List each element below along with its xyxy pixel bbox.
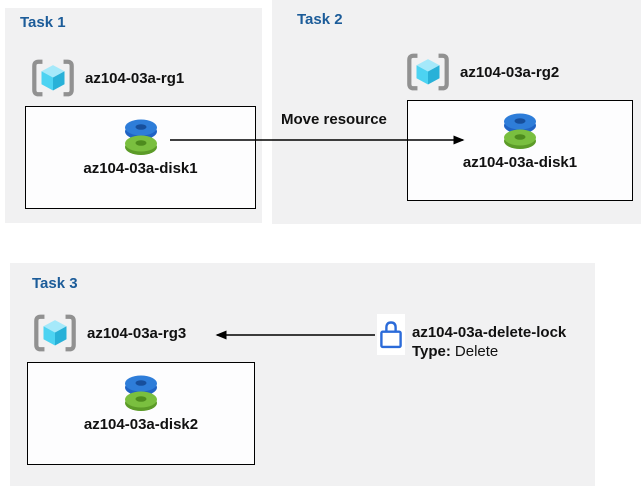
task2-panel: Task 2 az104-03a-rg2 az104-03a-disk1 — [272, 0, 641, 224]
task3-resource-group: az104-03a-rg3 — [32, 313, 186, 353]
task1-resource-box: az104-03a-disk1 — [25, 106, 256, 209]
disk-icon — [504, 113, 536, 149]
move-resource-label: Move resource — [281, 111, 387, 128]
lock-chip — [377, 314, 405, 355]
task2-rg-label: az104-03a-rg2 — [460, 63, 560, 81]
delete-lock-annotation: az104-03a-delete-lock Type:Delete — [412, 323, 566, 361]
task3-panel: Task 3 az104-03a-rg3 az104-03a-disk2 — [10, 263, 595, 486]
task2-title: Task 2 — [297, 11, 343, 28]
disk-icon — [125, 375, 157, 411]
task3-title: Task 3 — [32, 275, 78, 292]
lock-icon — [380, 321, 402, 349]
task1-resource-group: az104-03a-rg1 — [30, 58, 184, 98]
resource-group-icon — [32, 59, 74, 97]
delete-lock-name: az104-03a-delete-lock — [412, 324, 567, 341]
disk-icon — [124, 119, 157, 155]
task3-rg-label: az104-03a-rg3 — [87, 324, 187, 342]
task1-rg-label: az104-03a-rg1 — [85, 69, 185, 87]
delete-lock-type-value: Delete — [454, 343, 499, 360]
task2-resource-group: az104-03a-rg2 — [405, 52, 559, 92]
task1-panel: Task 1 az104-03a-rg1 az104-03a-disk1 — [5, 8, 262, 223]
resource-group-icon — [407, 53, 449, 91]
delete-lock-type-label: Type: — [412, 343, 451, 360]
task1-disk-label: az104-03a-disk1 — [83, 160, 198, 177]
task3-disk-label: az104-03a-disk2 — [83, 416, 199, 433]
delete-lock-type-line: Type:Delete — [412, 342, 566, 361]
task3-resource-box: az104-03a-disk2 — [27, 362, 255, 465]
resource-group-icon — [34, 314, 76, 352]
task2-disk-label: az104-03a-disk1 — [462, 154, 578, 171]
task2-resource-box: az104-03a-disk1 — [407, 100, 633, 201]
task1-title: Task 1 — [20, 14, 66, 31]
